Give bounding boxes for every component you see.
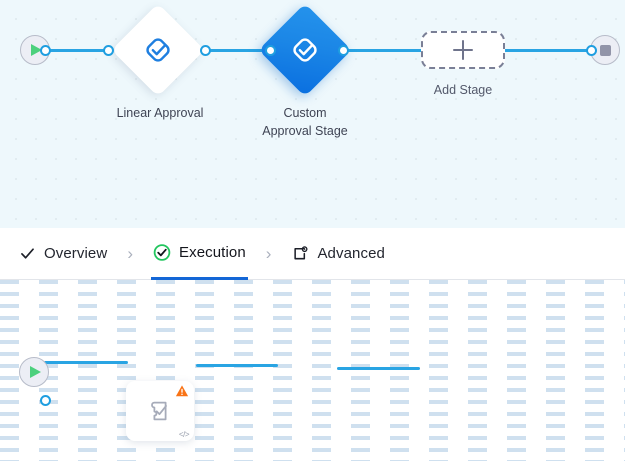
edge-start-to-custom-approval — [44, 361, 128, 364]
tab-advanced-label: Advanced — [317, 245, 385, 262]
tab-overview-label: Overview — [44, 245, 108, 262]
code-icon: </> — [178, 430, 190, 439]
port-end-in[interactable] — [586, 45, 597, 56]
step-start-node[interactable] — [19, 357, 49, 387]
port-step-start-out[interactable] — [40, 395, 51, 406]
check-icon — [18, 245, 36, 263]
tab-overview[interactable]: Overview — [16, 228, 109, 280]
plus-icon — [453, 40, 473, 60]
edge-add-step-to-end — [337, 367, 420, 370]
window-gear-icon — [291, 245, 309, 263]
warning-triangle-icon[interactable] — [175, 384, 189, 403]
stop-icon — [599, 44, 611, 56]
port-custom-stage-in[interactable] — [265, 45, 276, 56]
port-start-out[interactable] — [40, 45, 51, 56]
tab-execution-label: Execution — [178, 243, 246, 261]
tab-advanced[interactable]: Advanced — [289, 228, 387, 280]
edge-start-to-linear-approval — [40, 49, 108, 52]
stage-node-linear-approval[interactable] — [111, 3, 205, 97]
stage-flow-canvas[interactable]: Linear Approval Custom Approval Stage Ad… — [0, 0, 625, 228]
stage-node-icon — [272, 17, 338, 83]
port-linear-approval-out[interactable] — [200, 45, 211, 56]
edge-add-stage-to-end — [504, 49, 590, 52]
stage-node-custom-approval-stage[interactable] — [258, 3, 352, 97]
edge-linear-to-custom-stage — [205, 49, 270, 52]
check-circle-green-icon — [153, 243, 171, 261]
approval-shield-check-icon — [293, 38, 317, 62]
edge-custom-stage-to-add-stage — [343, 49, 423, 52]
tab-separator-1: › — [127, 244, 133, 263]
section-tabs: Overview › Execution › Advanced — [0, 228, 625, 280]
tab-execution[interactable]: Execution — [150, 228, 248, 280]
approval-shield-check-icon — [146, 38, 170, 62]
tab-separator-2: › — [265, 244, 272, 263]
play-icon — [30, 366, 41, 378]
step-flow-canvas[interactable]: </> Custom Approval Add Step — [0, 280, 625, 461]
add-stage-label: Add Stage — [433, 83, 493, 97]
custom-approval-check-icon — [151, 401, 167, 421]
step-node-icon — [126, 381, 194, 441]
play-icon — [31, 44, 42, 56]
stage-node-icon — [125, 17, 191, 83]
stage-end-node[interactable] — [590, 35, 620, 65]
stage-label-linear-approval: Linear Approval — [116, 106, 204, 120]
step-node-custom-approval[interactable]: </> — [126, 381, 194, 441]
port-custom-stage-out[interactable] — [338, 45, 349, 56]
stage-label-custom-approval-stage: Custom Approval Stage — [262, 106, 348, 138]
port-linear-approval-in[interactable] — [103, 45, 114, 56]
edge-custom-approval-to-add-step — [196, 364, 278, 367]
add-stage-button[interactable] — [421, 31, 505, 69]
